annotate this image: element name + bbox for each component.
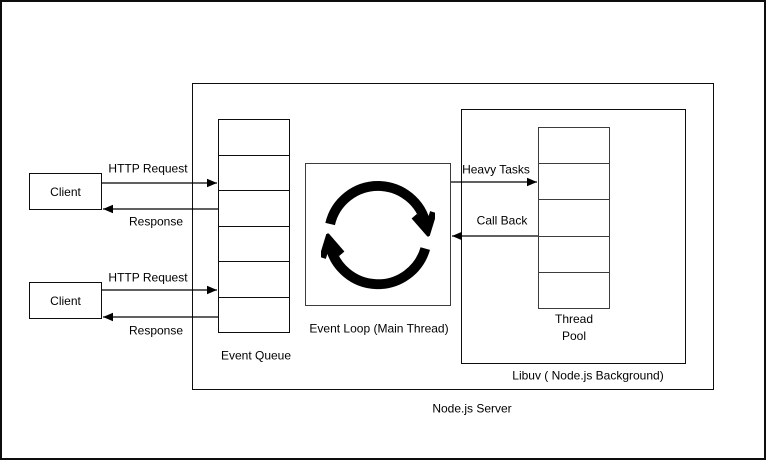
response-label-2: Response (128, 323, 184, 338)
thread-pool-label-line1: Thread (554, 312, 594, 326)
thread-pool-cell (539, 164, 609, 201)
heavy-tasks-label: Heavy Tasks (462, 162, 530, 177)
event-queue-cell (219, 120, 289, 156)
libuv-label: Libuv ( Node.js Background) (512, 368, 664, 383)
thread-pool-cell (539, 237, 609, 273)
event-queue-cell (219, 156, 289, 191)
event-queue-cell (219, 298, 289, 333)
call-back-label: Call Back (476, 213, 528, 228)
client-box-2: Client (29, 282, 102, 319)
response-label-1: Response (128, 214, 184, 229)
client-label-2: Client (50, 293, 81, 308)
http-request-label-1: HTTP Request (108, 161, 188, 176)
event-queue-cell (219, 262, 289, 298)
event-loop-box (305, 163, 451, 306)
nodejs-server-label: Node.js Server (432, 401, 512, 416)
thread-pool-box (538, 127, 610, 309)
event-queue-cell (219, 227, 289, 262)
event-loop-label: Event Loop (Main Thread) (309, 321, 449, 336)
thread-pool-cell (539, 200, 609, 237)
refresh-cycle-icon (321, 180, 435, 289)
thread-pool-cell (539, 128, 609, 165)
http-request-label-2: HTTP Request (108, 270, 188, 285)
thread-pool-label-line2: Pool (561, 329, 587, 343)
event-queue-box (218, 119, 290, 333)
client-box-1: Client (29, 173, 102, 210)
client-label-1: Client (50, 184, 81, 199)
thread-pool-cell (539, 273, 609, 308)
event-queue-cell (219, 191, 289, 227)
event-queue-label: Event Queue (220, 348, 292, 363)
thread-pool-label: Thread Pool (555, 311, 593, 345)
